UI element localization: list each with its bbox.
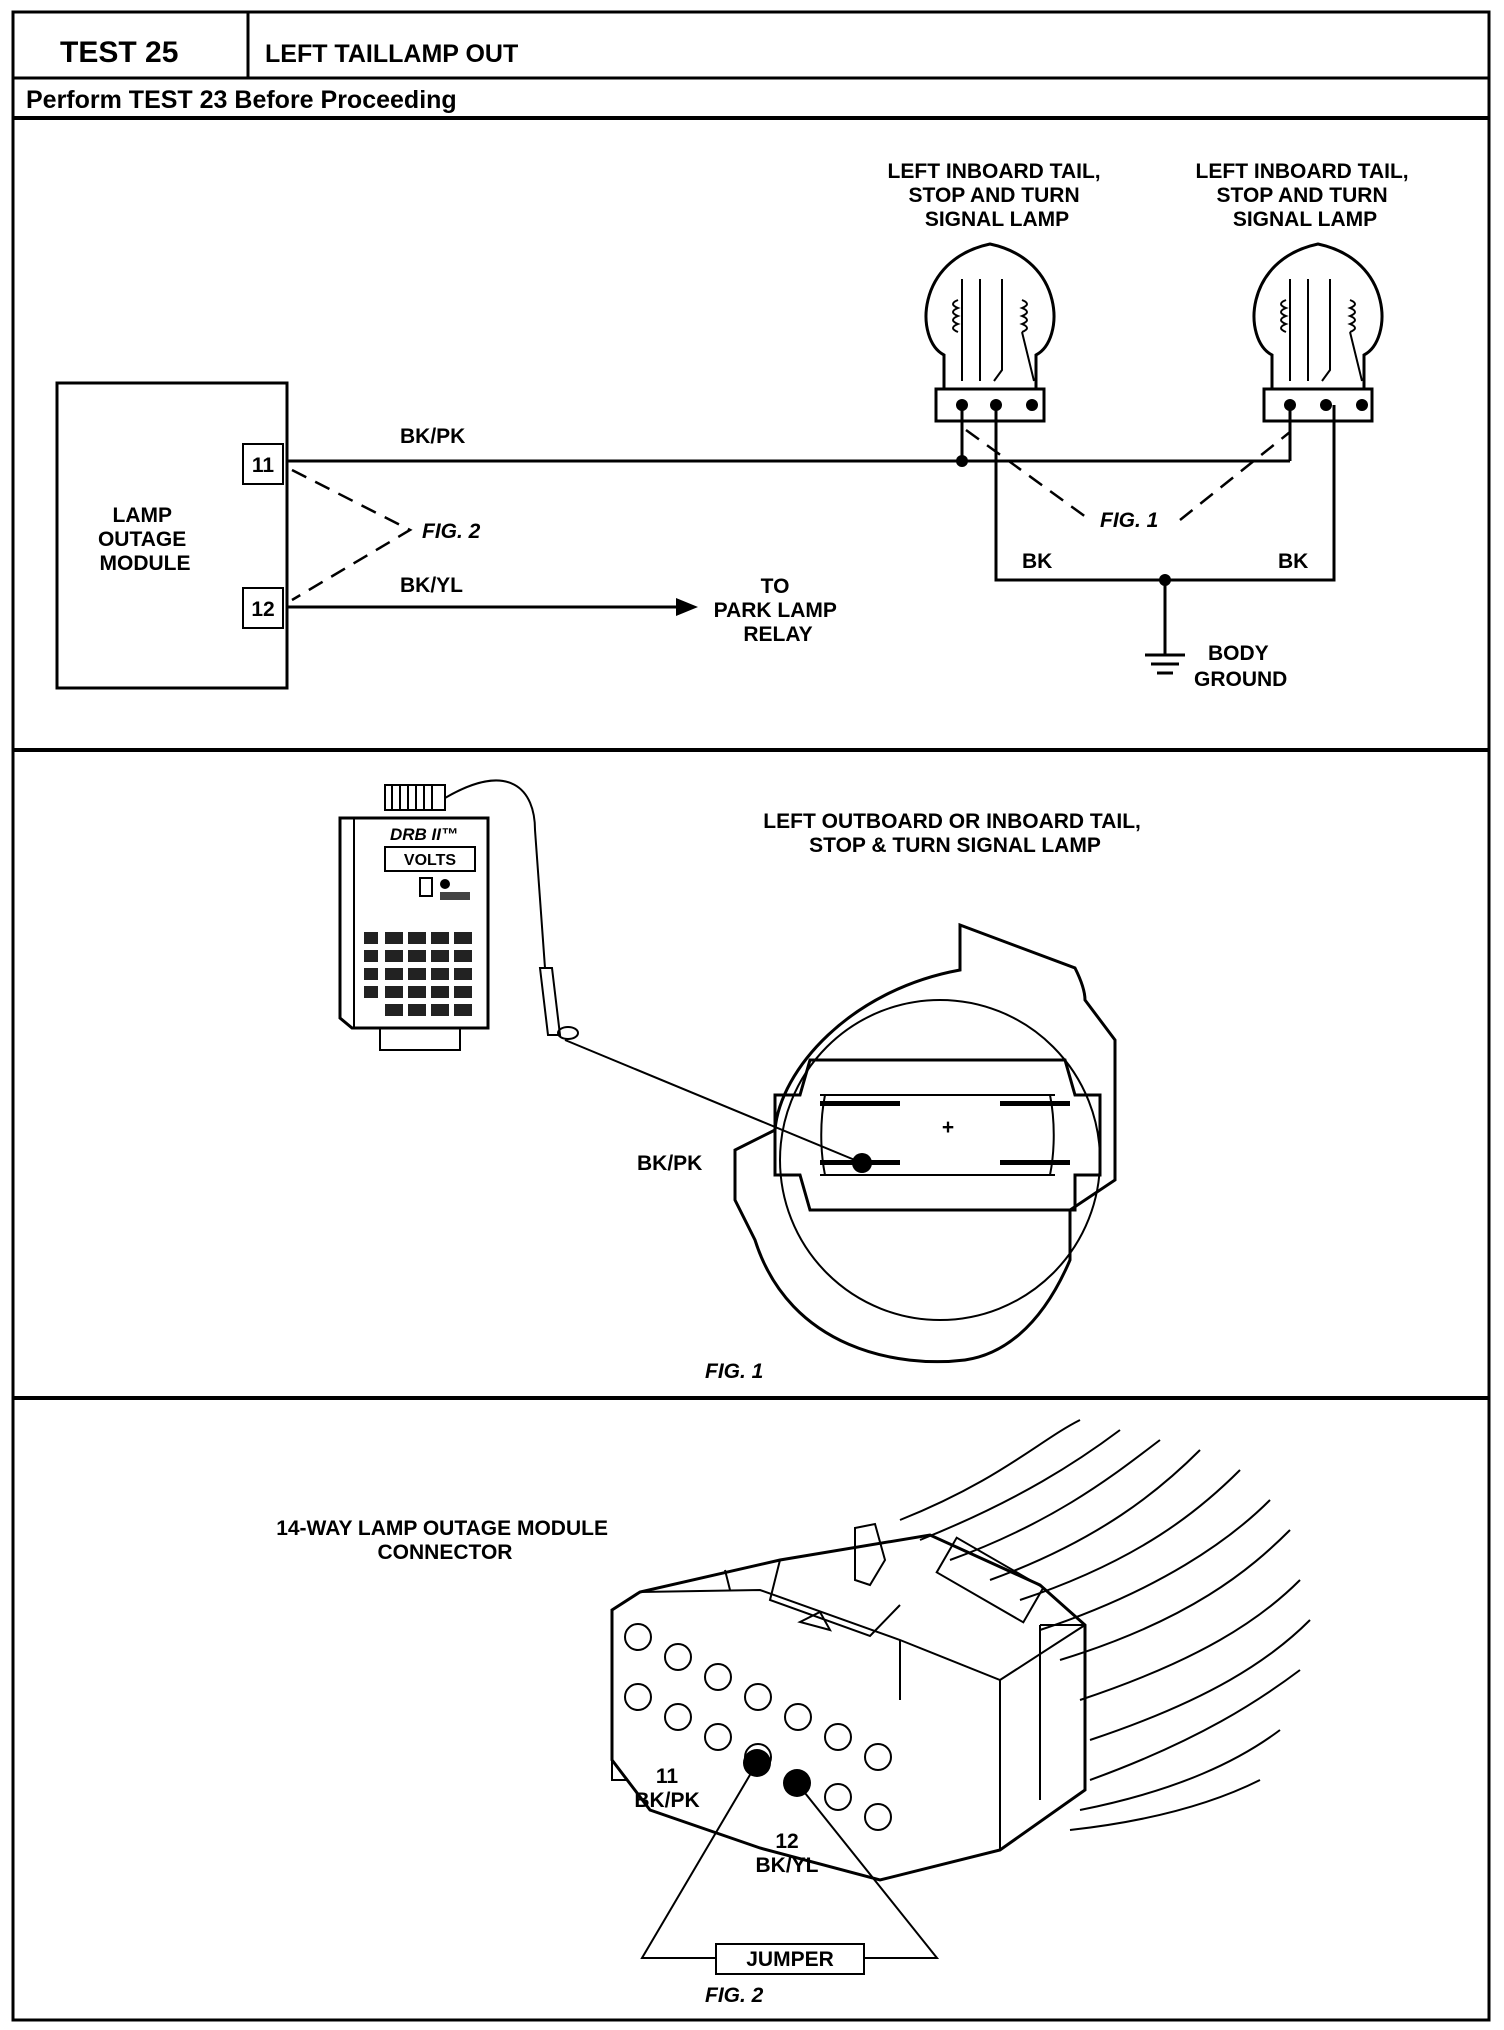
jumper-wire bbox=[640, 1762, 940, 1959]
lamp-1-label: LEFT INBOARD TAIL, STOP AND TURN SIGNAL … bbox=[888, 160, 1107, 231]
pin-12-box bbox=[242, 587, 284, 629]
fig2-title: 14-WAY LAMP OUTAGE MODULE CONNECTOR bbox=[276, 1517, 614, 1564]
connector-body-icon bbox=[610, 1522, 1087, 1882]
pin-11-box bbox=[242, 443, 284, 485]
jumper-box bbox=[715, 1943, 865, 1975]
tester-display: VOLTS bbox=[404, 852, 456, 869]
tester-brand: DRB II™ bbox=[390, 825, 458, 844]
test-number: TEST 25 bbox=[60, 36, 178, 69]
pin-11-wire: BK/PK bbox=[634, 1789, 699, 1812]
body-ground-label: BODY GROUND bbox=[1194, 642, 1287, 691]
left-lamp-2 bbox=[1252, 242, 1384, 423]
tester-keypad bbox=[364, 932, 472, 1016]
fig2-caption: FIG. 2 bbox=[705, 1984, 764, 2007]
drb-ii-tester-icon bbox=[338, 784, 490, 1051]
fig1-title: LEFT OUTBOARD OR INBOARD TAIL, STOP & TU… bbox=[763, 810, 1146, 857]
left-lamp-1 bbox=[924, 242, 1056, 423]
page-frame bbox=[11, 10, 1491, 2022]
wire-harness-icon bbox=[899, 1419, 1311, 1831]
arrow-to-relay bbox=[676, 598, 698, 616]
bk-pk-wire-label: BK/PK bbox=[400, 425, 465, 448]
bk-wire-left-label: BK bbox=[1022, 550, 1052, 573]
probe-lead bbox=[444, 779, 546, 969]
lamp-outage-module-box bbox=[55, 381, 289, 690]
lamp-socket-icon bbox=[733, 922, 1117, 1364]
probe-wire-label: BK/PK bbox=[637, 1152, 702, 1175]
pin-12-label: 12 bbox=[251, 598, 274, 621]
test-title: LEFT TAILLAMP OUT bbox=[265, 40, 518, 68]
pin-11-label: 11 bbox=[252, 454, 275, 477]
park-lamp-relay-label: TO PARK LAMP RELAY bbox=[714, 575, 843, 646]
fig2-callout-lines bbox=[291, 468, 413, 602]
bk-yl-wire-label: BK/YL bbox=[400, 574, 463, 597]
fig1-caption: FIG. 1 bbox=[705, 1360, 763, 1383]
ground-symbol-icon bbox=[1145, 653, 1185, 675]
fig1-callout-lines bbox=[965, 428, 1291, 522]
prerequisite-note: Perform TEST 23 Before Proceeding bbox=[26, 86, 457, 114]
probe-tip bbox=[564, 1039, 863, 1164]
pin-12-number: 12 bbox=[775, 1830, 798, 1853]
bk-wire-right-label: BK bbox=[1278, 550, 1308, 573]
pin-12-wire: BK/YL bbox=[756, 1854, 819, 1877]
fig1-callout-label: FIG. 1 bbox=[1100, 509, 1158, 532]
pin-11-number: 11 bbox=[656, 1765, 679, 1788]
module-label: LAMP OUTAGE MODULE bbox=[98, 504, 192, 575]
plus-sign: + bbox=[942, 1116, 954, 1139]
jumper-label: JUMPER bbox=[746, 1948, 834, 1971]
fig2-section: 14-WAY LAMP OUTAGE MODULE CONNECTOR bbox=[276, 1419, 1311, 2007]
wiring-diagram: LAMP OUTAGE MODULE 11 12 BK/PK BK/YL TO … bbox=[55, 160, 1415, 691]
lamp-2-label: LEFT INBOARD TAIL, STOP AND TURN SIGNAL … bbox=[1196, 160, 1415, 231]
fig1-section: LEFT OUTBOARD OR INBOARD TAIL, STOP & TU… bbox=[338, 779, 1146, 1383]
fig2-callout-label: FIG. 2 bbox=[422, 520, 481, 543]
